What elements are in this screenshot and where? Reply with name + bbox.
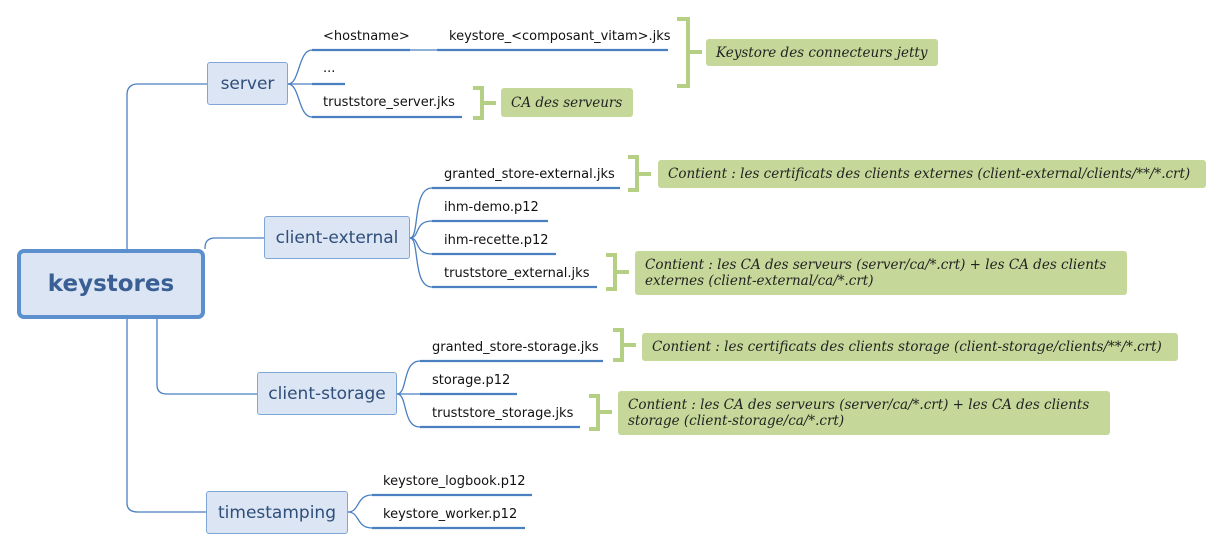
leaf-ihm-recette[interactable]: ihm-recette.p12 — [444, 233, 549, 248]
leaf-truststore-server[interactable]: truststore_server.jks — [323, 95, 455, 110]
brackets — [473, 17, 702, 431]
leaf-storage-p12[interactable]: storage.p12 — [432, 373, 511, 388]
connector-ce-granted — [409, 187, 620, 239]
connector-root-timestamping — [126, 319, 206, 513]
branch-node-client-external[interactable]: client-external — [264, 216, 410, 259]
leaf-keystore-composant[interactable]: keystore_<composant_vitam>.jks — [449, 29, 671, 44]
leaf-underlines — [312, 48, 668, 530]
leaf-ellipsis[interactable]: ... — [323, 61, 336, 76]
note-keystore-jetty[interactable]: Keystore des connecteurs jetty — [706, 39, 938, 66]
leaf-keystore-logbook[interactable]: keystore_logbook.p12 — [383, 474, 526, 489]
leaf-granted-store-external[interactable]: granted_store-external.jks — [444, 167, 615, 182]
connector-ts-worker — [347, 511, 525, 529]
connector-ce-ihm-demo — [409, 220, 548, 239]
leaf-granted-store-storage[interactable]: granted_store-storage.jks — [432, 340, 599, 355]
note-text: Contient : les CA des serveurs (server/c… — [628, 397, 1090, 429]
note-text: Keystore des connecteurs jetty — [716, 44, 928, 61]
note-truststore-storage[interactable]: Contient : les CA des serveurs (server/c… — [618, 391, 1110, 435]
leaf-hostname[interactable]: <hostname> — [323, 29, 410, 44]
connector-ce-truststore — [409, 237, 597, 288]
note-granted-external[interactable]: Contient : les certificats des clients e… — [658, 160, 1206, 188]
bracket-cs-truststore — [589, 394, 612, 431]
bracket-server-keystore — [677, 17, 702, 88]
branch-label-client-external: client-external — [275, 227, 399, 248]
leaf-keystore-worker[interactable]: keystore_worker.p12 — [383, 507, 518, 522]
branch-label-server: server — [220, 73, 275, 94]
note-text: CA des serveurs — [511, 94, 623, 111]
note-granted-storage[interactable]: Contient : les certificats des clients s… — [642, 333, 1178, 361]
leaf-ihm-demo[interactable]: ihm-demo.p12 — [444, 200, 539, 215]
connector-root-client-storage — [156, 319, 257, 395]
connector-server-truststore — [287, 83, 462, 118]
note-truststore-external[interactable]: Contient : les CA des serveurs (server/c… — [635, 251, 1127, 295]
leaf-truststore-storage[interactable]: truststore_storage.jks — [432, 406, 574, 421]
branch-node-client-storage[interactable]: client-storage — [257, 372, 397, 415]
note-text: Contient : les CA des serveurs (server/c… — [645, 257, 1107, 289]
note-text: Contient : les certificats des clients e… — [668, 166, 1191, 182]
connector-server-hostname — [287, 49, 410, 85]
branch-label-client-storage: client-storage — [268, 383, 386, 404]
bracket-cs-granted — [613, 328, 636, 362]
root-label: keystores — [47, 271, 175, 297]
connector-root-server — [126, 83, 207, 249]
connector-ts-logbook — [347, 494, 532, 513]
connector-cs-granted — [396, 360, 603, 395]
root-node-keystores[interactable]: keystores — [17, 249, 205, 319]
bracket-ce-granted — [628, 155, 651, 192]
branch-label-timestamping: timestamping — [218, 502, 336, 523]
note-ca-serveurs[interactable]: CA des serveurs — [501, 88, 633, 117]
connector-cs-truststore — [396, 393, 580, 428]
leaf-truststore-external[interactable]: truststore_external.jks — [444, 266, 590, 281]
branch-node-server[interactable]: server — [207, 62, 288, 105]
note-text: Contient : les certificats des clients s… — [652, 339, 1162, 355]
branch-node-timestamping[interactable]: timestamping — [206, 491, 348, 534]
connector-root-client-external — [204, 237, 264, 249]
bracket-server-truststore — [473, 86, 496, 120]
bracket-ce-truststore — [606, 253, 629, 291]
